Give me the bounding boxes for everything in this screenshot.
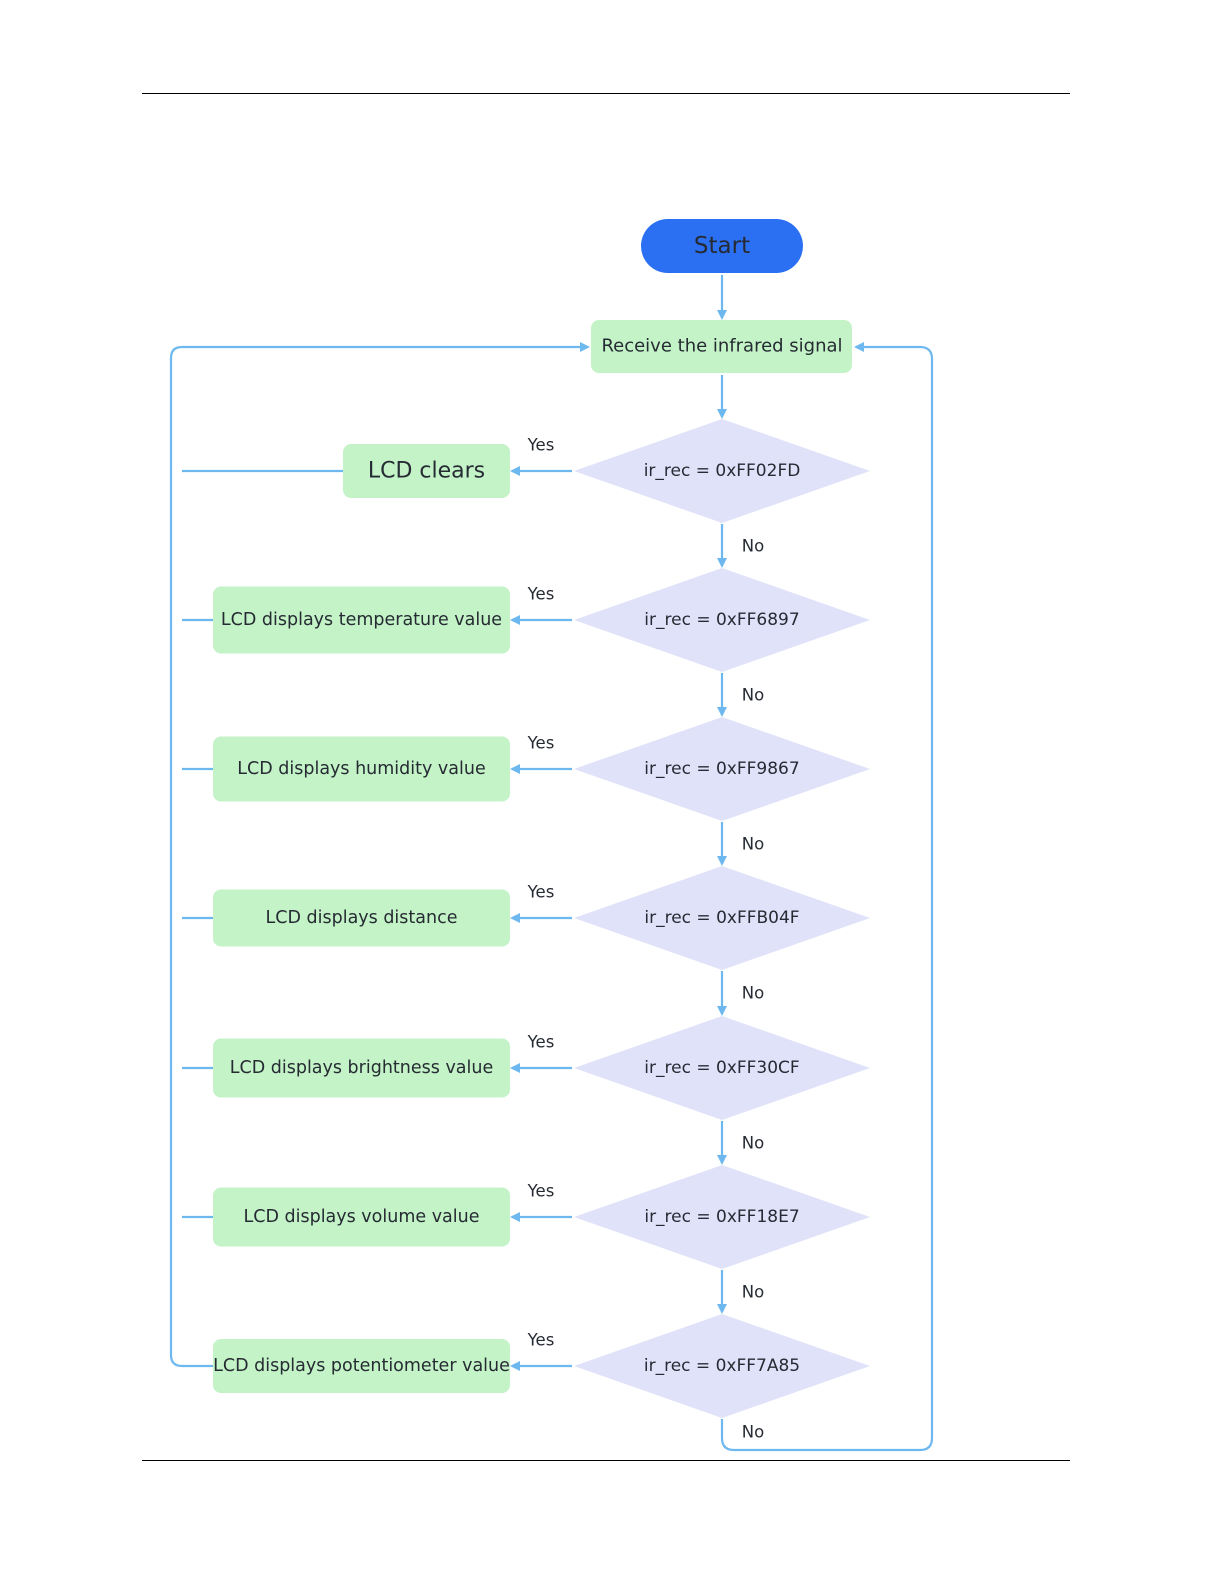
action-label: LCD displays volume value [243, 1207, 479, 1227]
action-box [343, 444, 510, 498]
action-box [213, 1187, 510, 1247]
decision-diamond [574, 1165, 870, 1269]
no-label: No [742, 984, 764, 1003]
decision-condition: ir_rec = 0xFF18E7 [644, 1207, 799, 1227]
decision-condition: ir_rec = 0xFF7A85 [644, 1356, 800, 1376]
decision-diamond [574, 419, 870, 523]
start-terminal [641, 219, 803, 273]
yes-label: Yes [527, 1331, 555, 1350]
decision-condition: ir_rec = 0xFF02FD [644, 461, 801, 481]
no-label: No [742, 537, 764, 556]
decision-diamond [574, 1314, 870, 1418]
page-footer-rule [142, 1460, 1070, 1461]
receive-signal-label: Receive the infrared signal [601, 336, 842, 357]
page-header-rule [142, 93, 1070, 94]
decision-diamond [574, 568, 870, 672]
no-label: No [742, 686, 764, 705]
yes-label: Yes [527, 436, 555, 455]
action-box [213, 889, 510, 947]
yes-label: Yes [527, 1033, 555, 1052]
no-label: No [742, 1283, 764, 1302]
decision-condition: ir_rec = 0xFF9867 [644, 759, 799, 779]
no-label: No [742, 1134, 764, 1153]
action-box [213, 1038, 510, 1098]
action-box [213, 1339, 510, 1393]
start-label: Start [694, 233, 750, 259]
yes-label: Yes [527, 1182, 555, 1201]
action-label: LCD displays potentiometer value [213, 1356, 510, 1376]
decision-condition: ir_rec = 0xFF30CF [644, 1058, 799, 1078]
decision-diamond [574, 866, 870, 970]
action-label: LCD displays temperature value [221, 610, 502, 630]
action-label: LCD displays distance [266, 908, 458, 928]
yes-label: Yes [527, 883, 555, 902]
action-box [213, 586, 510, 654]
yes-label: Yes [527, 585, 555, 604]
yes-label: Yes [527, 734, 555, 753]
no-label: No [742, 1423, 764, 1442]
decision-condition: ir_rec = 0xFFB04F [644, 908, 799, 928]
action-label: LCD displays humidity value [237, 759, 485, 779]
decision-diamond [574, 717, 870, 821]
connector-loop-right [720, 342, 934, 1452]
receive-signal-box [591, 320, 852, 373]
action-label: LCD clears [368, 459, 485, 484]
decision-condition: ir_rec = 0xFF6897 [644, 610, 799, 630]
no-label: No [742, 835, 764, 854]
connector-loop-left [169, 342, 590, 1368]
action-label: LCD displays brightness value [230, 1058, 494, 1078]
action-box [213, 736, 510, 802]
decision-diamond [574, 1016, 870, 1120]
